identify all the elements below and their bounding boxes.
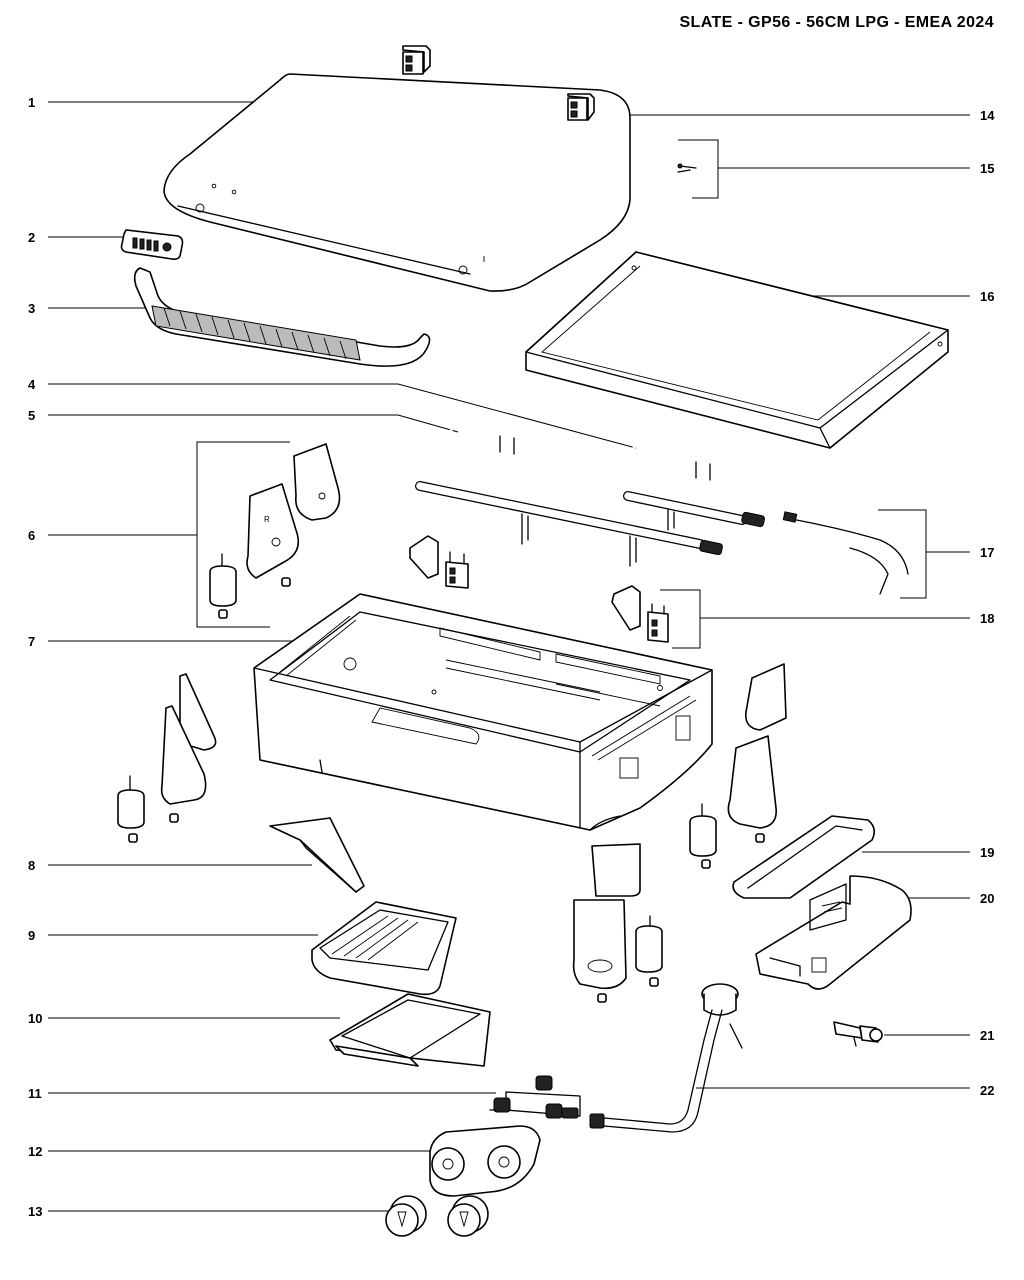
part-hinge-pins bbox=[677, 163, 697, 173]
callout-1: 1 bbox=[28, 95, 35, 110]
part-burner-brackets-right bbox=[611, 585, 669, 643]
callout-21: 21 bbox=[980, 1028, 994, 1043]
callout-5: 5 bbox=[28, 408, 35, 423]
callout-3: 3 bbox=[28, 301, 35, 316]
part-igniter-wire bbox=[782, 511, 909, 595]
callout-2: 2 bbox=[28, 230, 35, 245]
part-gas-fitting bbox=[833, 1021, 883, 1047]
part-side-shelf bbox=[732, 815, 876, 899]
callout-18: 18 bbox=[980, 611, 994, 626]
callout-12: 12 bbox=[28, 1144, 42, 1159]
callout-10: 10 bbox=[28, 1011, 42, 1026]
part-griddle-plate bbox=[525, 251, 949, 449]
callout-14: 14 bbox=[980, 108, 995, 123]
callout-7: 7 bbox=[28, 634, 35, 649]
callout-15: 15 bbox=[980, 161, 994, 176]
part-lid-hinge-brackets bbox=[402, 45, 595, 121]
part-regulator-hose bbox=[589, 983, 743, 1133]
part-badge bbox=[120, 229, 184, 260]
part-drip-funnel bbox=[269, 817, 365, 893]
callout-9: 9 bbox=[28, 928, 35, 943]
diagram-title: SLATE - GP56 - 56CM LPG - EMEA 2024 bbox=[679, 14, 994, 31]
callout-4: 4 bbox=[28, 377, 36, 392]
callout-19: 19 bbox=[980, 845, 994, 860]
part-drip-tray bbox=[329, 993, 491, 1067]
callout-17: 17 bbox=[980, 545, 994, 560]
svg-text:R: R bbox=[264, 515, 270, 524]
part-legs-front-center bbox=[572, 843, 663, 1003]
part-valve-manifold bbox=[489, 1075, 581, 1119]
part-control-knobs bbox=[385, 1195, 489, 1237]
right-callouts: 14 15 16 17 18 19 20 21 22 bbox=[592, 108, 995, 1098]
part-control-panel bbox=[429, 1125, 541, 1197]
part-shelf-frame bbox=[755, 875, 912, 990]
callout-8: 8 bbox=[28, 858, 35, 873]
part-lid-handle bbox=[133, 267, 431, 367]
part-foil-drip-pan bbox=[311, 901, 457, 996]
callout-22: 22 bbox=[980, 1083, 994, 1098]
callout-11: 11 bbox=[28, 1086, 42, 1101]
part-legs-front-right bbox=[689, 663, 787, 869]
callout-6: 6 bbox=[28, 528, 35, 543]
callout-13: 13 bbox=[28, 1204, 42, 1219]
part-legs-rear-left: R bbox=[209, 443, 341, 619]
callout-20: 20 bbox=[980, 891, 994, 906]
left-callouts: 1 2 3 4 5 6 7 8 9 10 11 12 13 bbox=[28, 95, 637, 1219]
callout-16: 16 bbox=[980, 289, 994, 304]
part-burner-brackets-left bbox=[409, 535, 469, 589]
part-cookbox bbox=[253, 593, 713, 831]
part-lid bbox=[163, 73, 631, 292]
part-burners bbox=[406, 418, 765, 567]
part-legs-front-left bbox=[117, 673, 217, 843]
